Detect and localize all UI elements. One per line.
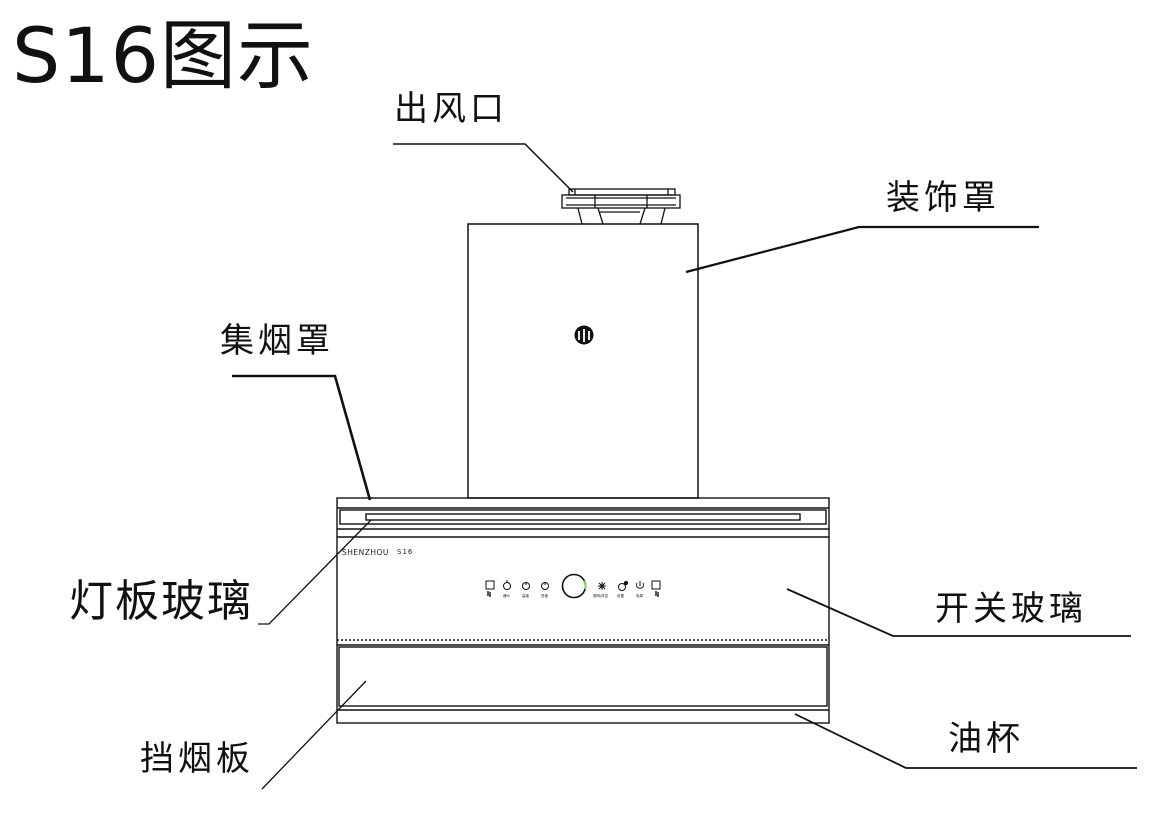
setting-icon[interactable]	[618, 580, 629, 591]
brand-logo-icon	[574, 325, 594, 345]
label-switch-glass: 开关玻璃	[935, 589, 1087, 629]
label-light-glass: 灯板玻璃	[69, 576, 253, 627]
label-decor-cover: 装饰罩	[886, 178, 1000, 218]
light-icon[interactable]	[598, 582, 606, 590]
label-hood: 集烟罩	[220, 321, 334, 361]
leader-switch-glass	[786, 588, 1131, 637]
control-label-setting: 设置	[617, 594, 624, 598]
label-outlet: 出风口	[394, 89, 508, 129]
panel-brand: SHENZHOU	[342, 548, 389, 557]
label-oil-cup: 油杯	[948, 719, 1024, 759]
control-label-light: 照明/风控	[593, 594, 609, 598]
leader-hood	[232, 374, 372, 501]
decor-cover-body	[467, 223, 699, 499]
control-label-high: 高速	[522, 594, 529, 598]
timer-icon[interactable]	[503, 580, 511, 590]
diagram-title: S16图示	[12, 11, 314, 100]
knob-icon[interactable]	[561, 573, 587, 599]
fan-high-icon[interactable]	[522, 582, 530, 590]
panel-model: S16	[397, 548, 414, 556]
square-icon[interactable]	[651, 580, 661, 597]
control-label-power: 电源	[636, 594, 643, 598]
leader-oil-cup	[794, 713, 1137, 769]
power-icon[interactable]	[636, 581, 644, 589]
control-label-stir-fry: 爆炒	[503, 594, 510, 598]
leader-outlet	[393, 143, 574, 193]
square-icon[interactable]	[485, 580, 495, 597]
label-baffle: 挡烟板	[140, 739, 254, 779]
leader-baffle	[261, 680, 367, 790]
leader-light-glass	[258, 519, 372, 625]
control-panel	[485, 573, 661, 599]
leader-lines	[232, 143, 1137, 790]
hood-body	[336, 497, 830, 724]
control-label-low: 低速	[541, 594, 548, 598]
leader-decor-cover	[685, 225, 1039, 274]
fan-low-icon[interactable]	[541, 582, 549, 590]
outlet-vent	[561, 188, 681, 225]
